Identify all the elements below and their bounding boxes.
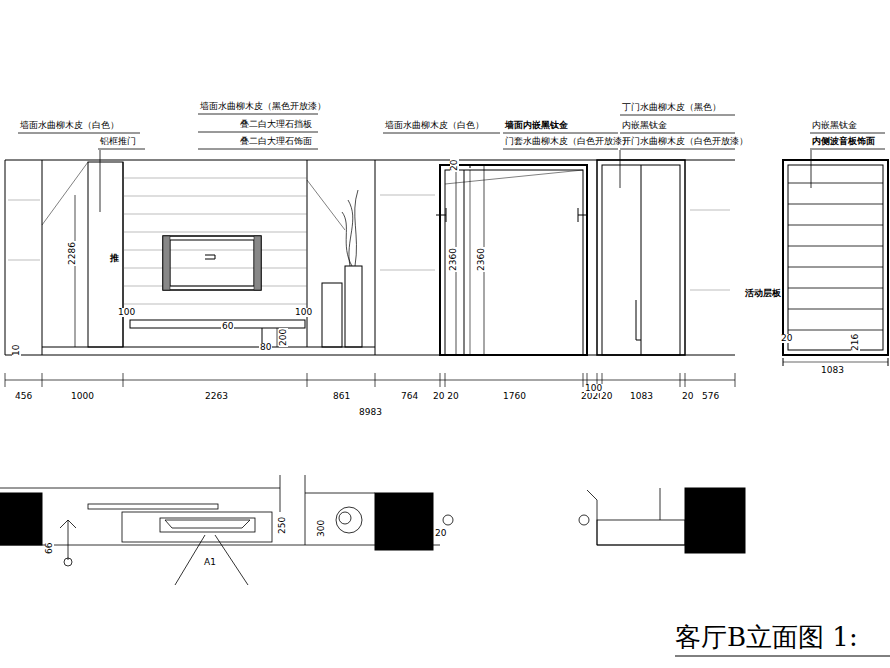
dimension: 1760 (502, 392, 527, 401)
dimension: 20 (450, 159, 459, 172)
dimension: 576 (701, 392, 720, 401)
material-note: 墙面水曲柳木皮（白色） (385, 121, 484, 130)
callout: 活动层板 (745, 289, 781, 298)
dimension: 250 (278, 516, 287, 535)
material-note: 内嵌黑钛金 (622, 121, 667, 130)
dimension: 2360 (449, 247, 458, 272)
dimension: 2360 (477, 247, 486, 272)
dimension: 300 (317, 519, 326, 538)
dimension: 20 (681, 392, 694, 401)
dimension: 10 (12, 344, 21, 357)
material-note: 墙面水曲柳木皮（黑色开放漆） (200, 102, 326, 111)
dimension: 764 (400, 392, 419, 401)
material-note: 叠二白大理石饰面 (240, 137, 312, 146)
dimension: A1 (203, 558, 217, 567)
callout: 推 (110, 254, 119, 263)
material-note: 开门水曲柳木皮（白色开放漆） (622, 137, 748, 146)
dimension: 1000 (70, 392, 95, 401)
dimension: 861 (332, 392, 351, 401)
dimension: 20 (600, 392, 613, 401)
material-note: 内嵌黑钛金 (812, 121, 857, 130)
dimension: 20 (434, 529, 447, 538)
drawing-title: 客厅B立面图 1: (675, 624, 858, 650)
material-note: 丁门水曲柳木皮（黑色） (622, 103, 721, 112)
material-note: 铝框推门 (100, 137, 136, 146)
dimension: 1083 (820, 366, 845, 375)
dimension: 100 (117, 308, 136, 317)
dimension: 1083 (629, 392, 654, 401)
dimension: 60 (221, 322, 234, 331)
dimension: 80 (259, 343, 272, 352)
dimension: 100 (584, 384, 603, 393)
material-note: 墙面内嵌黑钛金 (505, 121, 568, 130)
dimension: 456 (14, 392, 33, 401)
dimension: 100 (294, 308, 313, 317)
dimension: 2263 (204, 392, 229, 401)
dimension: 66 (45, 542, 54, 555)
material-note: 墙面水曲柳木皮（白色） (20, 121, 119, 130)
dimension: 2286 (68, 241, 77, 266)
dimension: 200 (279, 328, 288, 347)
dimension: 8983 (358, 408, 383, 417)
dimension: 20 (780, 334, 793, 343)
material-note: 内侧波音板饰面 (812, 137, 875, 146)
material-note: 叠二白大理石挡板 (240, 120, 312, 129)
material-note: 门套水曲柳木皮（白色开放漆） (505, 137, 631, 146)
dimension: 216 (851, 333, 860, 352)
dimension: 20 20 (432, 392, 460, 401)
